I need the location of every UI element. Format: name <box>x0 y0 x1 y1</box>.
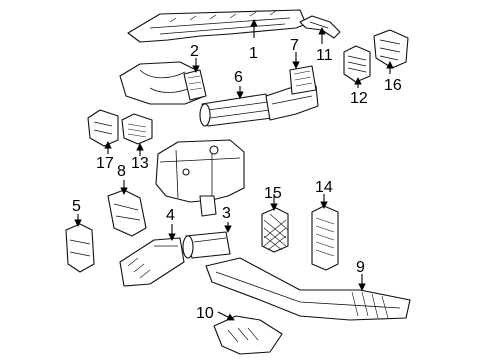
leader-lines <box>74 19 394 321</box>
callout-3: 3 <box>222 205 231 222</box>
callout-13: 13 <box>131 155 149 172</box>
callout-16: 16 <box>384 77 402 94</box>
callout-12: 12 <box>350 90 368 107</box>
callout-14: 14 <box>315 179 333 196</box>
callout-4: 4 <box>166 207 175 224</box>
part-6-long-duct <box>199 93 273 127</box>
part-15-grille <box>261 207 289 253</box>
callout-7: 7 <box>290 37 299 54</box>
heater-housing <box>155 139 245 217</box>
callout-15: 15 <box>264 185 282 202</box>
part-4-lower-duct <box>119 237 185 287</box>
part-8-bracket-duct <box>107 189 147 237</box>
part-13-vent <box>121 113 153 145</box>
callout-2: 2 <box>190 43 199 60</box>
part-12-side-vent <box>343 45 371 83</box>
callout-5: 5 <box>72 198 81 215</box>
callout-8: 8 <box>117 163 126 180</box>
part-10-floor-outlet <box>213 315 283 355</box>
leader-10 <box>217 311 235 321</box>
part-5-vertical-duct <box>65 223 95 273</box>
part-9-floor-duct <box>205 257 411 321</box>
part-1-dash-duct <box>127 9 307 43</box>
part-3-small-duct <box>182 231 231 259</box>
part-2-center-vent-duct <box>119 61 207 105</box>
part-7-outlet-duct <box>265 65 319 121</box>
callout-11: 11 <box>316 47 333 64</box>
part-16-side-vent <box>373 29 409 69</box>
part-11-elbow-duct <box>299 15 341 39</box>
callout-labels: 1 2 3 4 5 6 7 8 9 10 11 12 13 14 15 16 1… <box>72 37 402 322</box>
part-14-grille <box>311 205 339 271</box>
callout-6: 6 <box>234 69 243 86</box>
callout-17: 17 <box>96 155 114 172</box>
callout-1: 1 <box>249 45 258 62</box>
callout-9: 9 <box>356 259 365 276</box>
callout-10: 10 <box>196 305 214 322</box>
part-17-vent <box>87 109 119 147</box>
